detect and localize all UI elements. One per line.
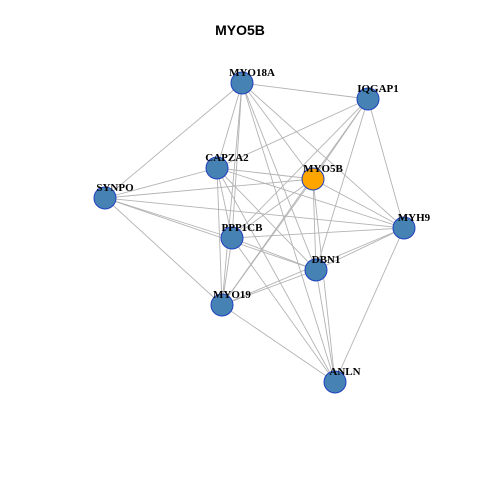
edge-capza2-dbn1 [216, 167, 317, 271]
edge-capza2-ppp1cb [216, 167, 233, 239]
node-circle [205, 156, 229, 180]
edge-myh9-dbn1 [315, 227, 405, 271]
node-ppp1cb: PPP1CB [220, 222, 264, 250]
node-label: ANLN [329, 366, 360, 378]
edge-capza2-myo5b [216, 167, 314, 180]
node-circle [230, 71, 254, 95]
node-iqgap1: IQGAP1 [356, 83, 399, 111]
edge-synpo-ppp1cb [104, 197, 233, 239]
node-myo19: MYO19 [210, 289, 251, 317]
edge-ppp1cb-anln [231, 237, 336, 383]
node-circle [220, 226, 244, 250]
edge-synpo-myo19 [104, 197, 223, 306]
edge-myh9-ppp1cb [231, 227, 405, 239]
edge-myo18a-myh9 [241, 82, 405, 229]
node-myo5b: MYO5B [301, 163, 344, 191]
node-circle [301, 167, 325, 191]
edge-synpo-dbn1 [104, 197, 317, 271]
node-circle [93, 186, 117, 210]
edge-synpo-myh9 [104, 197, 405, 229]
edge-myo5b-anln [312, 178, 336, 383]
node-label: SYNPO [96, 182, 134, 194]
node-synpo: SYNPO [93, 182, 134, 210]
edge-capza2-myh9 [216, 167, 405, 229]
node-circle [323, 370, 347, 394]
edge-myh9-anln [334, 227, 405, 383]
figure-title: MYO5B [215, 22, 265, 38]
edge-myo18a-ppp1cb [231, 82, 243, 239]
node-myo18a: MYO18A [229, 67, 275, 95]
edge-myo18a-myo19 [221, 82, 243, 306]
node-label: IQGAP1 [357, 83, 399, 95]
node-myh9: MYH9 [392, 212, 431, 240]
edge-iqgap1-dbn1 [315, 98, 369, 271]
edge-myo18a-anln [241, 82, 336, 383]
node-label: MYO18A [229, 67, 275, 79]
node-label: MYO19 [213, 289, 251, 301]
edge-myo18a-synpo [104, 82, 243, 199]
node-capza2: CAPZA2 [205, 152, 249, 180]
node-label: MYO5B [303, 163, 343, 175]
edge-myo18a-iqgap1 [241, 82, 369, 100]
edge-myo18a-dbn1 [241, 82, 317, 271]
edge-myo5b-dbn1 [312, 178, 317, 271]
edge-myo19-anln [221, 304, 336, 383]
edge-capza2-anln [216, 167, 336, 383]
edge-iqgap1-ppp1cb [231, 98, 369, 239]
edge-capza2-synpo [104, 167, 218, 199]
node-anln: ANLN [323, 366, 361, 394]
node-dbn1: DBN1 [304, 254, 341, 282]
edge-myo18a-capza2 [216, 82, 243, 169]
node-label: MYH9 [398, 212, 431, 224]
edge-ppp1cb-dbn1 [231, 237, 317, 271]
node-label: CAPZA2 [205, 152, 249, 164]
node-circle [304, 258, 328, 282]
edge-myo5b-myh9 [312, 178, 405, 229]
edge-myo5b-synpo [104, 178, 314, 199]
edge-myo5b-ppp1cb [231, 178, 314, 239]
edge-myo5b-myo19 [221, 178, 314, 306]
node-circle [210, 293, 234, 317]
edge-dbn1-myo19 [221, 269, 317, 306]
node-label: DBN1 [312, 254, 341, 266]
node-circle [392, 216, 416, 240]
edge-dbn1-anln [315, 269, 336, 383]
node-label: PPP1CB [222, 222, 264, 234]
edge-iqgap1-myh9 [367, 98, 405, 229]
node-circle [356, 87, 380, 111]
edge-myo18a-myo5b [241, 82, 314, 180]
edge-iqgap1-capza2 [216, 98, 369, 169]
edge-capza2-myo19 [216, 167, 223, 306]
